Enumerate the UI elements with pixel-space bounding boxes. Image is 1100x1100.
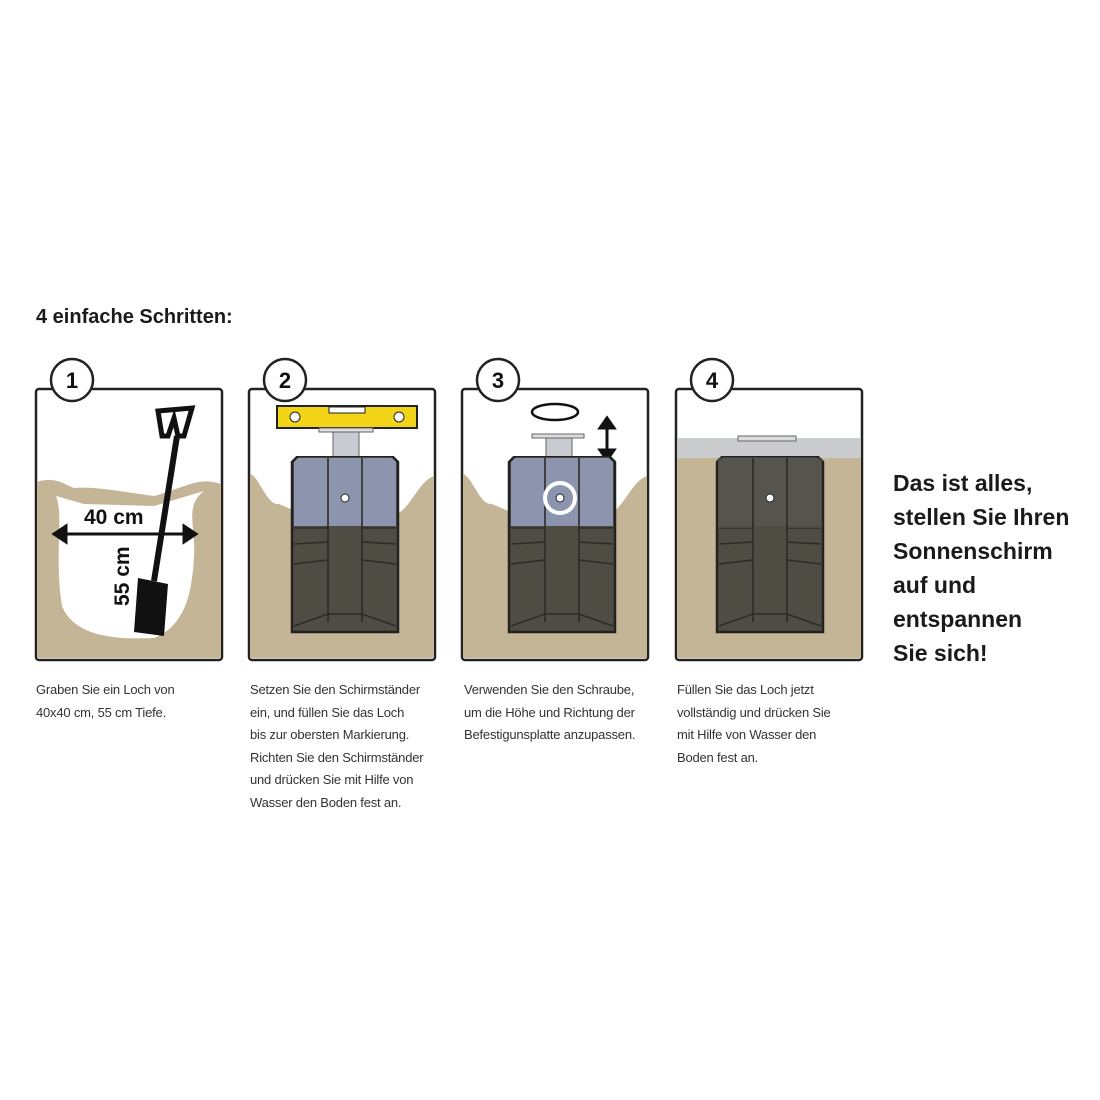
final-line: stellen Sie Ihren xyxy=(893,504,1070,530)
step-3-panel: 3 xyxy=(460,356,650,666)
caption-line: ein, und füllen Sie das Loch xyxy=(250,704,405,720)
width-label: 40 cm xyxy=(84,506,144,529)
rotate-arrow-icon xyxy=(530,402,580,422)
step-3-caption: Verwenden Sie den Schraube, um die Höhe … xyxy=(464,679,664,747)
page-title: 4 einfache Schritten: xyxy=(36,306,233,328)
caption-line: bis zur obersten Markierung. xyxy=(250,727,410,742)
caption-line: Boden fest an. xyxy=(677,749,759,765)
shovel-icon xyxy=(134,405,196,636)
caption-line: mit Hilfe von Wasser den xyxy=(677,727,817,742)
step-number: 3 xyxy=(492,368,504,393)
step-4-caption: Füllen Sie das Loch jetzt vollständig un… xyxy=(677,679,877,769)
final-line: Sonnenschirm xyxy=(893,538,1053,564)
caption-line: Füllen Sie das Loch jetzt xyxy=(677,682,814,697)
caption-line: Richten Sie den Schirmständer xyxy=(250,749,424,765)
depth-label: 55 cm xyxy=(111,546,134,606)
caption-line: Verwenden Sie den Schraube, xyxy=(464,682,635,697)
caption-line: 40x40 cm, 55 cm Tiefe. xyxy=(36,704,166,720)
final-line: Sie sich! xyxy=(893,640,988,666)
step-number: 1 xyxy=(66,368,78,393)
caption-line: Graben Sie ein Loch von xyxy=(36,682,175,697)
step-2-caption: Setzen Sie den Schirmständer ein, und fü… xyxy=(250,679,450,814)
caption-line: vollständig und drücken Sie xyxy=(677,704,831,720)
step-1-panel: 40 cm 55 cm 1 xyxy=(34,356,224,666)
final-line: entspannen xyxy=(893,606,1023,632)
step-number: 4 xyxy=(706,368,719,393)
caption-line: und drücken Sie mit Hilfe von xyxy=(250,772,414,787)
step-4-panel: 4 xyxy=(674,356,864,666)
caption-line: Setzen Sie den Schirmständer xyxy=(250,682,420,697)
width-arrow-icon xyxy=(51,523,199,545)
final-line: Das ist alles, xyxy=(893,470,1033,496)
caption-line: um die Höhe und Richtung der xyxy=(464,704,635,720)
step-2-panel: 2 xyxy=(247,356,437,666)
hole xyxy=(56,491,204,639)
step-number: 2 xyxy=(279,368,291,393)
caption-line: Befestigunsplatte anzupassen. xyxy=(464,727,636,742)
screw-rotate-icon xyxy=(543,481,577,515)
final-line: auf und xyxy=(893,572,977,598)
final-message: Das ist alles, stellen Sie Ihren Sonnens… xyxy=(893,466,1069,670)
caption-line: Wasser den Boden fest an. xyxy=(250,794,402,810)
height-arrow-icon xyxy=(597,415,617,463)
step-1-caption: Graben Sie ein Loch von 40x40 cm, 55 cm … xyxy=(36,679,236,724)
